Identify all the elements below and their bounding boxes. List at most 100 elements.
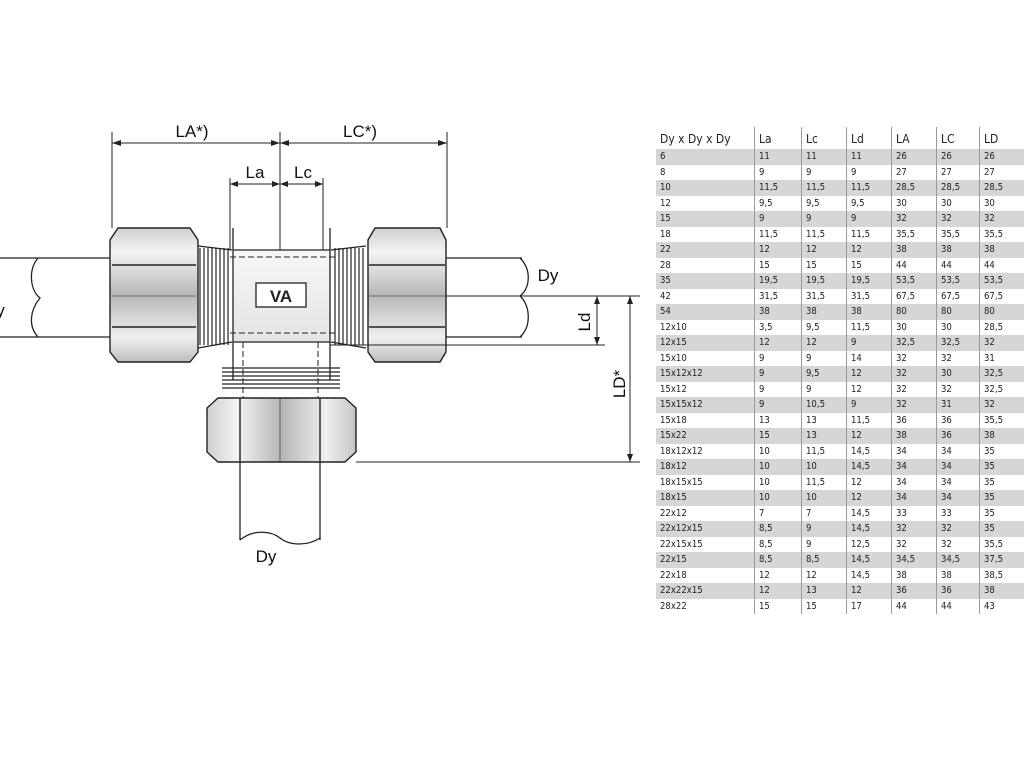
table-cell: 33 — [936, 505, 980, 521]
table-cell: 31,5 — [846, 288, 892, 304]
nut-left — [109, 227, 199, 363]
table-cell: 18x12x12 — [656, 443, 755, 459]
table-cell: 12 — [656, 195, 755, 211]
table-cell: 32 — [936, 536, 980, 552]
table-cell: 38 — [891, 242, 937, 258]
table-cell: 32 — [891, 366, 937, 382]
table-cell: 36 — [936, 428, 980, 444]
table-cell: 38 — [979, 242, 1024, 258]
table-cell: 35 — [979, 474, 1024, 490]
table-cell: 12 — [846, 490, 892, 506]
table-cell: 15x18 — [656, 412, 755, 428]
table-cell: 15 — [846, 257, 892, 273]
table-cell: 14,5 — [846, 521, 892, 537]
table-cell: 12 — [754, 583, 802, 599]
table-cell: 15 — [801, 598, 847, 614]
thread-right — [330, 245, 367, 349]
table-cell: 15x15x12 — [656, 397, 755, 413]
table-cell: 12x15 — [656, 335, 755, 351]
table-cell: 32,5 — [979, 366, 1024, 382]
table-cell: 9 — [801, 536, 847, 552]
table-cell: 32 — [979, 397, 1024, 413]
table-cell: 31 — [979, 350, 1024, 366]
table-cell: 11,5 — [846, 319, 892, 335]
table-cell: 54 — [656, 304, 755, 320]
table-cell: 27 — [936, 164, 980, 180]
table-cell: 34 — [936, 490, 980, 506]
table-cell: 34 — [936, 443, 980, 459]
table-cell: 12 — [754, 242, 802, 258]
table-cell: 38 — [979, 428, 1024, 444]
table-cell: 15 — [754, 257, 802, 273]
table-cell: 6 — [656, 149, 755, 165]
table-cell: 28,5 — [891, 180, 937, 196]
table-cell: 11,5 — [846, 180, 892, 196]
table-cell: 13 — [801, 428, 847, 444]
table-cell: 35,5 — [891, 226, 937, 242]
table-cell: 35 — [656, 273, 755, 289]
table-cell: 15x12 — [656, 381, 755, 397]
table-cell: 22x12x15 — [656, 521, 755, 537]
table-cell: 36 — [891, 583, 937, 599]
table-cell: 15x10 — [656, 350, 755, 366]
table-cell: 9,5 — [801, 195, 847, 211]
table-cell: 11,5 — [846, 226, 892, 242]
pipe-left — [0, 257, 112, 338]
table-cell: 32,5 — [891, 335, 937, 351]
table-cell: 34,5 — [891, 552, 937, 568]
table-cell: 53,5 — [979, 273, 1024, 289]
table-cell: 22x18 — [656, 567, 755, 583]
table-cell: 9 — [754, 211, 802, 227]
label-Ld: Ld — [575, 313, 594, 332]
logo-text: VA — [270, 287, 292, 306]
table-cell: 9 — [801, 211, 847, 227]
table-cell: 9,5 — [801, 319, 847, 335]
table-cell: 11 — [846, 149, 892, 165]
table-cell: 80 — [891, 304, 937, 320]
table-cell: 11,5 — [801, 474, 847, 490]
col-header-lc: Lc — [801, 127, 847, 149]
table-cell: 22 — [656, 242, 755, 258]
table-cell: 19,5 — [846, 273, 892, 289]
table-cell: 44 — [936, 257, 980, 273]
table-cell: 27 — [979, 164, 1024, 180]
table-cell: 12 — [846, 366, 892, 382]
table-cell: 30 — [936, 195, 980, 211]
table-cell: 15 — [754, 428, 802, 444]
table-cell: 9 — [754, 381, 802, 397]
table-cell: 30 — [979, 195, 1024, 211]
table-cell: 27 — [891, 164, 937, 180]
table-cell: 11,5 — [846, 412, 892, 428]
table-cell: 15x22 — [656, 428, 755, 444]
table-cell: 26 — [936, 149, 980, 165]
table-cell: 38 — [801, 304, 847, 320]
table-cell: 13 — [754, 412, 802, 428]
label-LC: LC*) — [343, 122, 377, 141]
table-cell: 18x15x15 — [656, 474, 755, 490]
table-cell: 32 — [891, 536, 937, 552]
table-cell: 30 — [936, 319, 980, 335]
table-cell: 3,5 — [754, 319, 802, 335]
table-cell: 8 — [656, 164, 755, 180]
table-cell: 37,5 — [979, 552, 1024, 568]
table-cell: 67,5 — [891, 288, 937, 304]
table-cell: 12 — [846, 583, 892, 599]
table-cell: 10 — [801, 490, 847, 506]
table-cell: 10,5 — [801, 397, 847, 413]
label-LA: LA*) — [175, 122, 208, 141]
table-cell: 10 — [754, 443, 802, 459]
table-cell: 35,5 — [979, 536, 1024, 552]
